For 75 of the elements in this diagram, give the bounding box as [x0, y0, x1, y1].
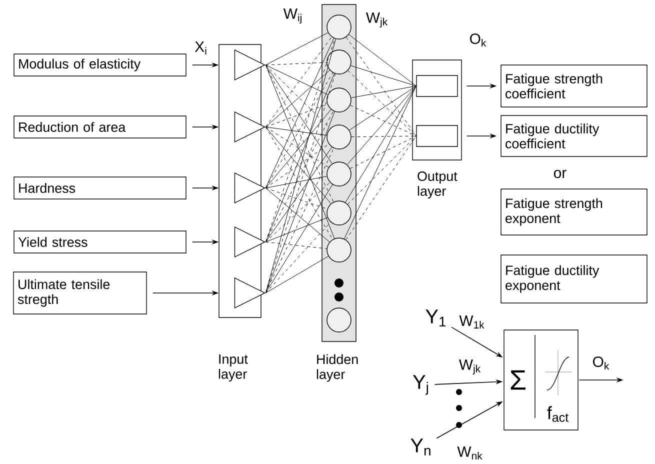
connection-line [265, 110, 334, 242]
connection-line [265, 148, 334, 294]
connection-line [265, 222, 331, 294]
neuron-circle [326, 200, 352, 226]
connection-line [344, 86, 416, 240]
layer-label: Output layer [418, 171, 458, 199]
connection-line [265, 64, 328, 95]
weight-label: W$_{1k}$ [459, 316, 484, 328]
text-box: Ultimate tensile stregth [13, 272, 147, 314]
text-box: Yield stress [14, 230, 186, 254]
weight-label: X$_{i}$ [194, 42, 206, 54]
input-symbol: Y$_{j}$ [413, 375, 428, 395]
weight-label: O$_{k}$ [470, 33, 486, 47]
text-box: Fatigue ductility exponent [500, 254, 648, 304]
connection-line [265, 109, 332, 188]
connection-line [351, 136, 416, 138]
neuron-box: Σ f$_{act}$ [504, 330, 578, 430]
connection-line [265, 188, 328, 210]
connection-line [265, 144, 330, 188]
connection-line [349, 86, 416, 130]
connection-line [350, 86, 416, 98]
connection-line [265, 126, 328, 136]
connection-line [265, 36, 332, 128]
connection-line [265, 242, 327, 249]
connection-line [265, 38, 334, 188]
connection-line [346, 136, 416, 240]
connection-line [346, 36, 416, 136]
neuron-circle [326, 124, 352, 150]
connection-line [265, 217, 328, 242]
connection-line [265, 111, 335, 294]
connection-line [265, 184, 333, 294]
annotation-text: or [554, 170, 566, 178]
connection-line [265, 126, 332, 204]
neuron-circle [326, 308, 352, 332]
weight-label: W$_{nk}$ [457, 446, 482, 460]
connection-line [265, 64, 332, 164]
text-box: Reduction of area [14, 116, 186, 138]
text-box: Hardness [14, 176, 186, 200]
connection-line [265, 126, 333, 240]
input-symbol: Y$_{1}$ [426, 310, 446, 326]
input-symbol: Y$_{n}$ [410, 438, 430, 456]
connection-line [350, 104, 416, 136]
connection-line [265, 64, 334, 202]
connection-line [265, 32, 328, 66]
layer-label: Hidden layer [316, 354, 358, 382]
layer-label: Input layer [218, 354, 248, 382]
connection-line [265, 62, 327, 66]
connection-line [265, 256, 329, 294]
connection-line [346, 86, 416, 165]
connection-line [348, 34, 416, 86]
output-cell [416, 75, 458, 97]
text-box: Modulus of elasticity [14, 54, 186, 76]
connection-line [350, 65, 416, 86]
connection-line [345, 86, 416, 203]
connection-line [265, 176, 328, 188]
connection-line [265, 72, 334, 188]
connection-line [265, 38, 336, 242]
connection-line [348, 70, 416, 136]
connection-line [348, 136, 416, 205]
annotation-text: W$_{jk}$ [366, 12, 388, 28]
neuron-circle [326, 162, 352, 186]
neuron-circle [326, 14, 352, 40]
neuron-circle [326, 238, 352, 262]
connection-line [265, 146, 332, 242]
text-box: Fatigue strength exponent [500, 188, 648, 236]
neuron-circle [326, 88, 352, 112]
neuron-circle [326, 50, 352, 74]
connection-line [350, 136, 416, 169]
output-cell [416, 125, 458, 147]
text-box: Fatigue ductility coefficient [500, 115, 648, 157]
weight-label: O$_{k}$ [593, 356, 610, 370]
connection-line [265, 126, 329, 168]
annotation-text: W$_{ij}$ [283, 8, 302, 24]
weight-label: W$_{jk}$ [459, 359, 481, 375]
text-box: Fatigue strength coefficient [500, 64, 648, 108]
